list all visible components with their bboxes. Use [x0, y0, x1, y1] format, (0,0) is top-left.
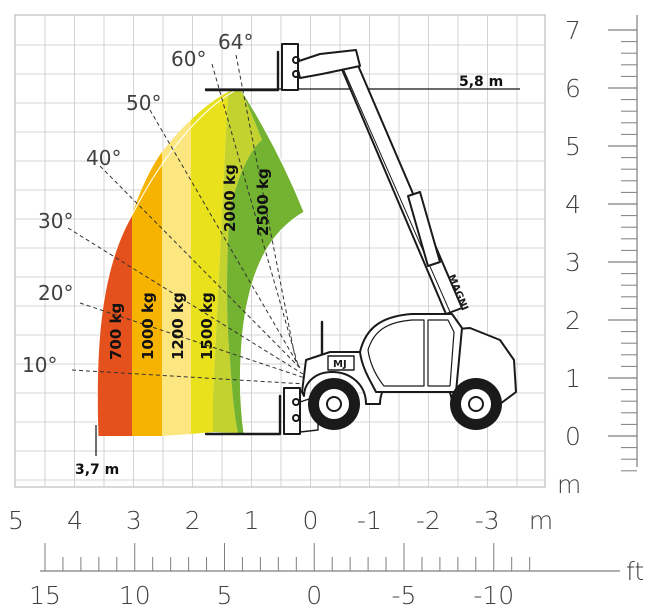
horizontal-axis-m: 5 4 3 2 1 0 -1 -2 -3 m: [8, 506, 553, 535]
v-tick-label: 3: [565, 248, 581, 277]
h-m-tick-label: -3: [475, 506, 500, 535]
load-label-1000: 1000 kg: [139, 292, 157, 360]
angle-labels: 10° 20° 30° 40° 50° 60° 64°: [22, 30, 253, 377]
zone-1000kg: [132, 152, 162, 436]
zone-outline: [96, 87, 305, 437]
cab-badge: MJ: [333, 359, 347, 370]
horizontal-axis-ft: 15 10 5 0 -5 -10 ft: [29, 543, 644, 610]
zone-1500kg: [191, 92, 228, 434]
load-label-2500: 2500 kg: [254, 168, 272, 236]
lowered-fork: [204, 394, 282, 436]
raised-carriage: [281, 43, 299, 91]
boom-head: [295, 49, 361, 79]
raised-fork: [204, 50, 280, 92]
v-tick-label: 1: [565, 364, 581, 393]
rear-wheel: [450, 378, 502, 430]
angle-label-60: 60°: [171, 47, 206, 71]
angle-line-50: [149, 109, 301, 369]
h-m-tick-label: -2: [416, 506, 441, 535]
angle-line-40: [99, 165, 303, 371]
zone-1200kg: [162, 120, 191, 436]
angle-line-64: [235, 54, 297, 363]
h-m-tick-label: 1: [244, 506, 260, 535]
h-m-tick-label: 3: [126, 506, 142, 535]
zone-2500kg: [227, 88, 304, 433]
h-ft-tick-label: 5: [217, 581, 233, 610]
v-tick-label: 7: [565, 16, 581, 45]
h-m-tick-label: 2: [185, 506, 201, 535]
load-label-700: 700 kg: [107, 303, 125, 360]
front-wheel: [308, 378, 360, 430]
load-zones: [96, 87, 305, 437]
angle-label-20: 20°: [38, 281, 73, 305]
h-ft-axis-unit: ft: [626, 557, 644, 586]
h-ft-tick-label: 15: [29, 581, 61, 610]
v-tick-label: 5: [565, 132, 581, 161]
angle-label-64: 64°: [218, 30, 253, 54]
h-m-tick-label: -1: [357, 506, 382, 535]
max-height-label: 5,8 m: [459, 74, 503, 90]
lowered-carriage: [283, 387, 301, 435]
v-tick-label: 4: [565, 190, 581, 219]
angle-line-20: [79, 302, 306, 379]
angle-label-10: 10°: [22, 353, 57, 377]
angle-label-30: 30°: [38, 209, 73, 233]
cab-window: [367, 319, 425, 387]
h-ft-tick-label: 0: [306, 581, 322, 610]
load-label-2000: 2000 kg: [221, 164, 239, 232]
max-reach-marker: 3,7 m: [75, 425, 119, 478]
v-tick-label: 2: [565, 306, 581, 335]
v-axis-unit: m: [557, 470, 581, 499]
angle-line-60: [211, 63, 299, 366]
cab: [359, 313, 463, 393]
vertical-axis-m: 0 1 2 3 4 5 6 7 m: [557, 15, 638, 499]
v-tick-label: 0: [565, 422, 581, 451]
angle-line-10: [71, 369, 306, 385]
lift-cylinder: [407, 191, 441, 267]
load-label-1500: 1500 kg: [198, 292, 216, 360]
h-m-tick-label: 4: [67, 506, 83, 535]
load-labels: 700 kg 1000 kg 1200 kg 1500 kg 2000 kg 2…: [107, 164, 272, 360]
h-ft-tick-label: -10: [473, 581, 514, 610]
v-tick-label: 6: [565, 74, 581, 103]
h-ft-tick-label: -5: [392, 581, 417, 610]
angle-label-50: 50°: [126, 91, 161, 115]
h-m-tick-label: 0: [303, 506, 319, 535]
h-m-axis-unit: m: [529, 506, 553, 535]
h-m-tick-label: 5: [8, 506, 24, 535]
zone-700kg: [97, 215, 132, 436]
angle-label-40: 40°: [86, 146, 121, 170]
h-ft-tick-label: 10: [119, 581, 151, 610]
load-label-1200: 1200 kg: [169, 292, 187, 360]
max-reach-label: 3,7 m: [75, 462, 119, 478]
angle-lines: [67, 54, 306, 385]
cab-door-window: [427, 319, 455, 387]
telehandler-machine: MAGNI MJ: [204, 43, 517, 436]
zone-2000kg: [213, 88, 262, 433]
